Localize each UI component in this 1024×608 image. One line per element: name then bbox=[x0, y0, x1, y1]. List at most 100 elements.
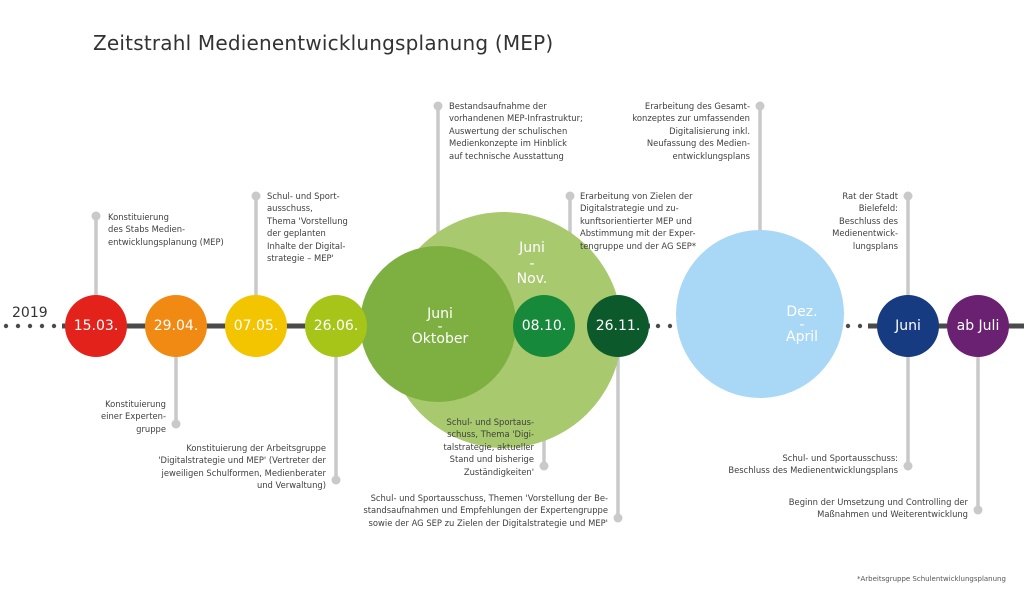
note-bestandsaufnahme: Bestandsaufnahme der vorhandenen MEP-Inf… bbox=[449, 100, 583, 162]
connector-dot bbox=[755, 101, 765, 111]
note-line: Schul- und Sport- bbox=[267, 191, 340, 201]
note-line: Inhalte der Digital- bbox=[267, 240, 346, 251]
period-line: - bbox=[529, 256, 535, 272]
note-line: vorhandenen MEP-Infrastruktur; bbox=[449, 113, 583, 124]
period-line: - bbox=[437, 319, 443, 335]
connector-dot bbox=[613, 513, 623, 523]
note-line: sowie der AG SEP zu Zielen der Digitalst… bbox=[368, 517, 608, 528]
note-line: Zuständigkeiten' bbox=[463, 466, 534, 477]
note-line: der geplanten bbox=[267, 228, 326, 239]
year-label: 2019 bbox=[12, 305, 48, 321]
note-line: Stand und bisherige bbox=[449, 454, 534, 465]
milestone-circle-07-05 bbox=[225, 295, 287, 357]
note-line: des Stabs Medien- bbox=[108, 224, 186, 235]
note-line: Erarbeitung von Zielen der bbox=[580, 191, 693, 201]
note-line: konzeptes zur umfassenden bbox=[632, 113, 750, 124]
note-line: Abstimmung mit der Exper- bbox=[580, 228, 696, 239]
period-label-juni-oktober: Juni - Oktober bbox=[400, 306, 480, 348]
note-expertengruppe: Konstituierung einer Experten- gruppe bbox=[60, 398, 166, 435]
milestone-label-15-03: 15.03. bbox=[74, 318, 119, 334]
note-line: Digitalisierung inkl. bbox=[669, 125, 750, 136]
period-circle-dez-april bbox=[676, 230, 844, 398]
milestone-circle-ab-juli bbox=[947, 295, 1009, 357]
note-umsetzung: Beginn der Umsetzung und Controlling der… bbox=[748, 496, 968, 521]
milestone-circle-15-03 bbox=[65, 295, 127, 357]
note-line: Erarbeitung des Gesamt- bbox=[644, 101, 750, 111]
note-stab-konstituierung: Konstituierung des Stabs Medien- entwick… bbox=[108, 211, 224, 248]
note-line: Neufassung des Medien- bbox=[646, 138, 750, 149]
note-line: lungsplans bbox=[852, 240, 898, 251]
note-line: Medienentwick- bbox=[832, 228, 898, 239]
note-ziele-erarbeitung: Erarbeitung von Zielen der Digitalstrate… bbox=[580, 190, 696, 252]
period-line: Oktober bbox=[411, 331, 469, 347]
milestone-circle-29-04 bbox=[145, 295, 207, 357]
note-line: Konstituierung bbox=[105, 399, 166, 409]
note-line: einer Experten- bbox=[101, 411, 166, 422]
note-line: Beschluss des Medienentwicklungsplans bbox=[728, 465, 898, 476]
note-line: Konstituierung der Arbeitsgruppe bbox=[186, 443, 326, 453]
period-label-dez-april: Dez. - April bbox=[762, 304, 842, 346]
milestone-circle-juni bbox=[877, 295, 939, 357]
period-line: April bbox=[786, 329, 818, 345]
note-line: und Verwaltung) bbox=[256, 480, 326, 491]
note-line: Maßnahmen und Weiterentwicklung bbox=[817, 509, 968, 520]
milestone-circle-08-10 bbox=[513, 295, 575, 357]
note-line: entwicklungsplans bbox=[672, 150, 750, 161]
connector-dot bbox=[973, 505, 983, 515]
note-arbeitsgruppe: Konstituierung der Arbeitsgruppe 'Digita… bbox=[130, 442, 326, 492]
note-line: Medienkonzepte im Hinblick bbox=[449, 138, 567, 149]
note-ausschuss-digitalstrategie: Schul- und Sportaus- schuss, Thema 'Digi… bbox=[420, 416, 535, 478]
connector-dot bbox=[565, 191, 575, 201]
note-line: gruppe bbox=[136, 423, 166, 434]
note-line: 'Digitalstrategie und MEP' (Vertreter de… bbox=[158, 455, 326, 466]
note-ratsbeschluss: Rat der Stadt Bielefeld: Beschluss des M… bbox=[820, 190, 898, 252]
note-line: Bestandsaufnahme der bbox=[449, 101, 547, 111]
period-line: Dez. bbox=[786, 304, 818, 320]
milestone-label-26-11: 26.11. bbox=[596, 318, 641, 334]
note-line: auf technische Ausstattung bbox=[449, 150, 564, 161]
note-line: tengruppe und der AG SEP* bbox=[580, 240, 697, 251]
milestone-label-26-06: 26.06. bbox=[314, 318, 359, 334]
note-ausschuss-vorstellung: Schul- und Sport- ausschuss, Thema 'Vors… bbox=[267, 190, 348, 264]
note-line: Schul- und Sportausschuss: bbox=[782, 453, 898, 463]
milestone-label-juni: Juni bbox=[894, 318, 921, 334]
note-line: standsaufnahmen und Empfehlungen der Exp… bbox=[363, 505, 608, 516]
footnote: *Arbeitsgruppe Schulentwicklungsplanung bbox=[857, 575, 1006, 583]
connector-dot bbox=[251, 191, 261, 201]
milestone-label-29-04: 29.04. bbox=[154, 318, 199, 334]
note-line: entwicklungsplanung (MEP) bbox=[108, 236, 224, 247]
period-line: Juni bbox=[427, 306, 453, 322]
note-line: jeweiligen Schulformen, Medienberater bbox=[161, 467, 326, 478]
connector-dot bbox=[331, 475, 341, 485]
period-line: - bbox=[799, 317, 805, 333]
note-line: Beschluss des bbox=[838, 215, 898, 226]
period-circle-juni-oktober bbox=[360, 246, 516, 402]
milestone-label-07-05: 07.05. bbox=[234, 318, 279, 334]
milestone-label-08-10: 08.10. bbox=[522, 318, 567, 334]
connectors bbox=[91, 101, 983, 523]
note-line: Digitalstrategie und zu- bbox=[580, 203, 679, 214]
note-line: ausschuss, bbox=[267, 203, 313, 214]
note-line: schuss, Thema 'Digi- bbox=[447, 429, 534, 440]
note-line: Thema 'Vorstellung bbox=[267, 215, 348, 226]
note-line: Konstituierung bbox=[108, 212, 169, 222]
note-line: Schul- und Sportausschuss, Themen 'Vorst… bbox=[370, 493, 608, 503]
note-line: Rat der Stadt bbox=[842, 191, 898, 201]
note-line: strategie – MEP' bbox=[267, 253, 334, 264]
period-line: Nov. bbox=[516, 271, 548, 287]
period-label-juni-nov: Juni - Nov. bbox=[492, 240, 572, 288]
note-line: kunftsorientierter MEP und bbox=[580, 215, 692, 226]
note-line: Auswertung der schulischen bbox=[449, 125, 568, 136]
note-line: talstrategie, aktueller bbox=[443, 441, 535, 452]
note-ausschuss-bestandsaufnahmen: Schul- und Sportausschuss, Themen 'Vorst… bbox=[330, 492, 608, 529]
milestone-label-ab-juli: ab Juli bbox=[957, 318, 1000, 334]
note-line: Schul- und Sportaus- bbox=[446, 417, 534, 427]
note-line: Bielefeld: bbox=[858, 203, 898, 214]
milestone-circle-26-06 bbox=[305, 295, 367, 357]
connector-dot bbox=[903, 191, 913, 201]
connector-dot bbox=[433, 101, 443, 111]
page-title: Zeitstrahl Medienentwicklungsplanung (ME… bbox=[93, 31, 554, 55]
note-gesamtkonzept: Erarbeitung des Gesamt- konzeptes zur um… bbox=[624, 100, 750, 162]
note-ausschuss-beschluss: Schul- und Sportausschuss: Beschluss des… bbox=[700, 452, 898, 477]
